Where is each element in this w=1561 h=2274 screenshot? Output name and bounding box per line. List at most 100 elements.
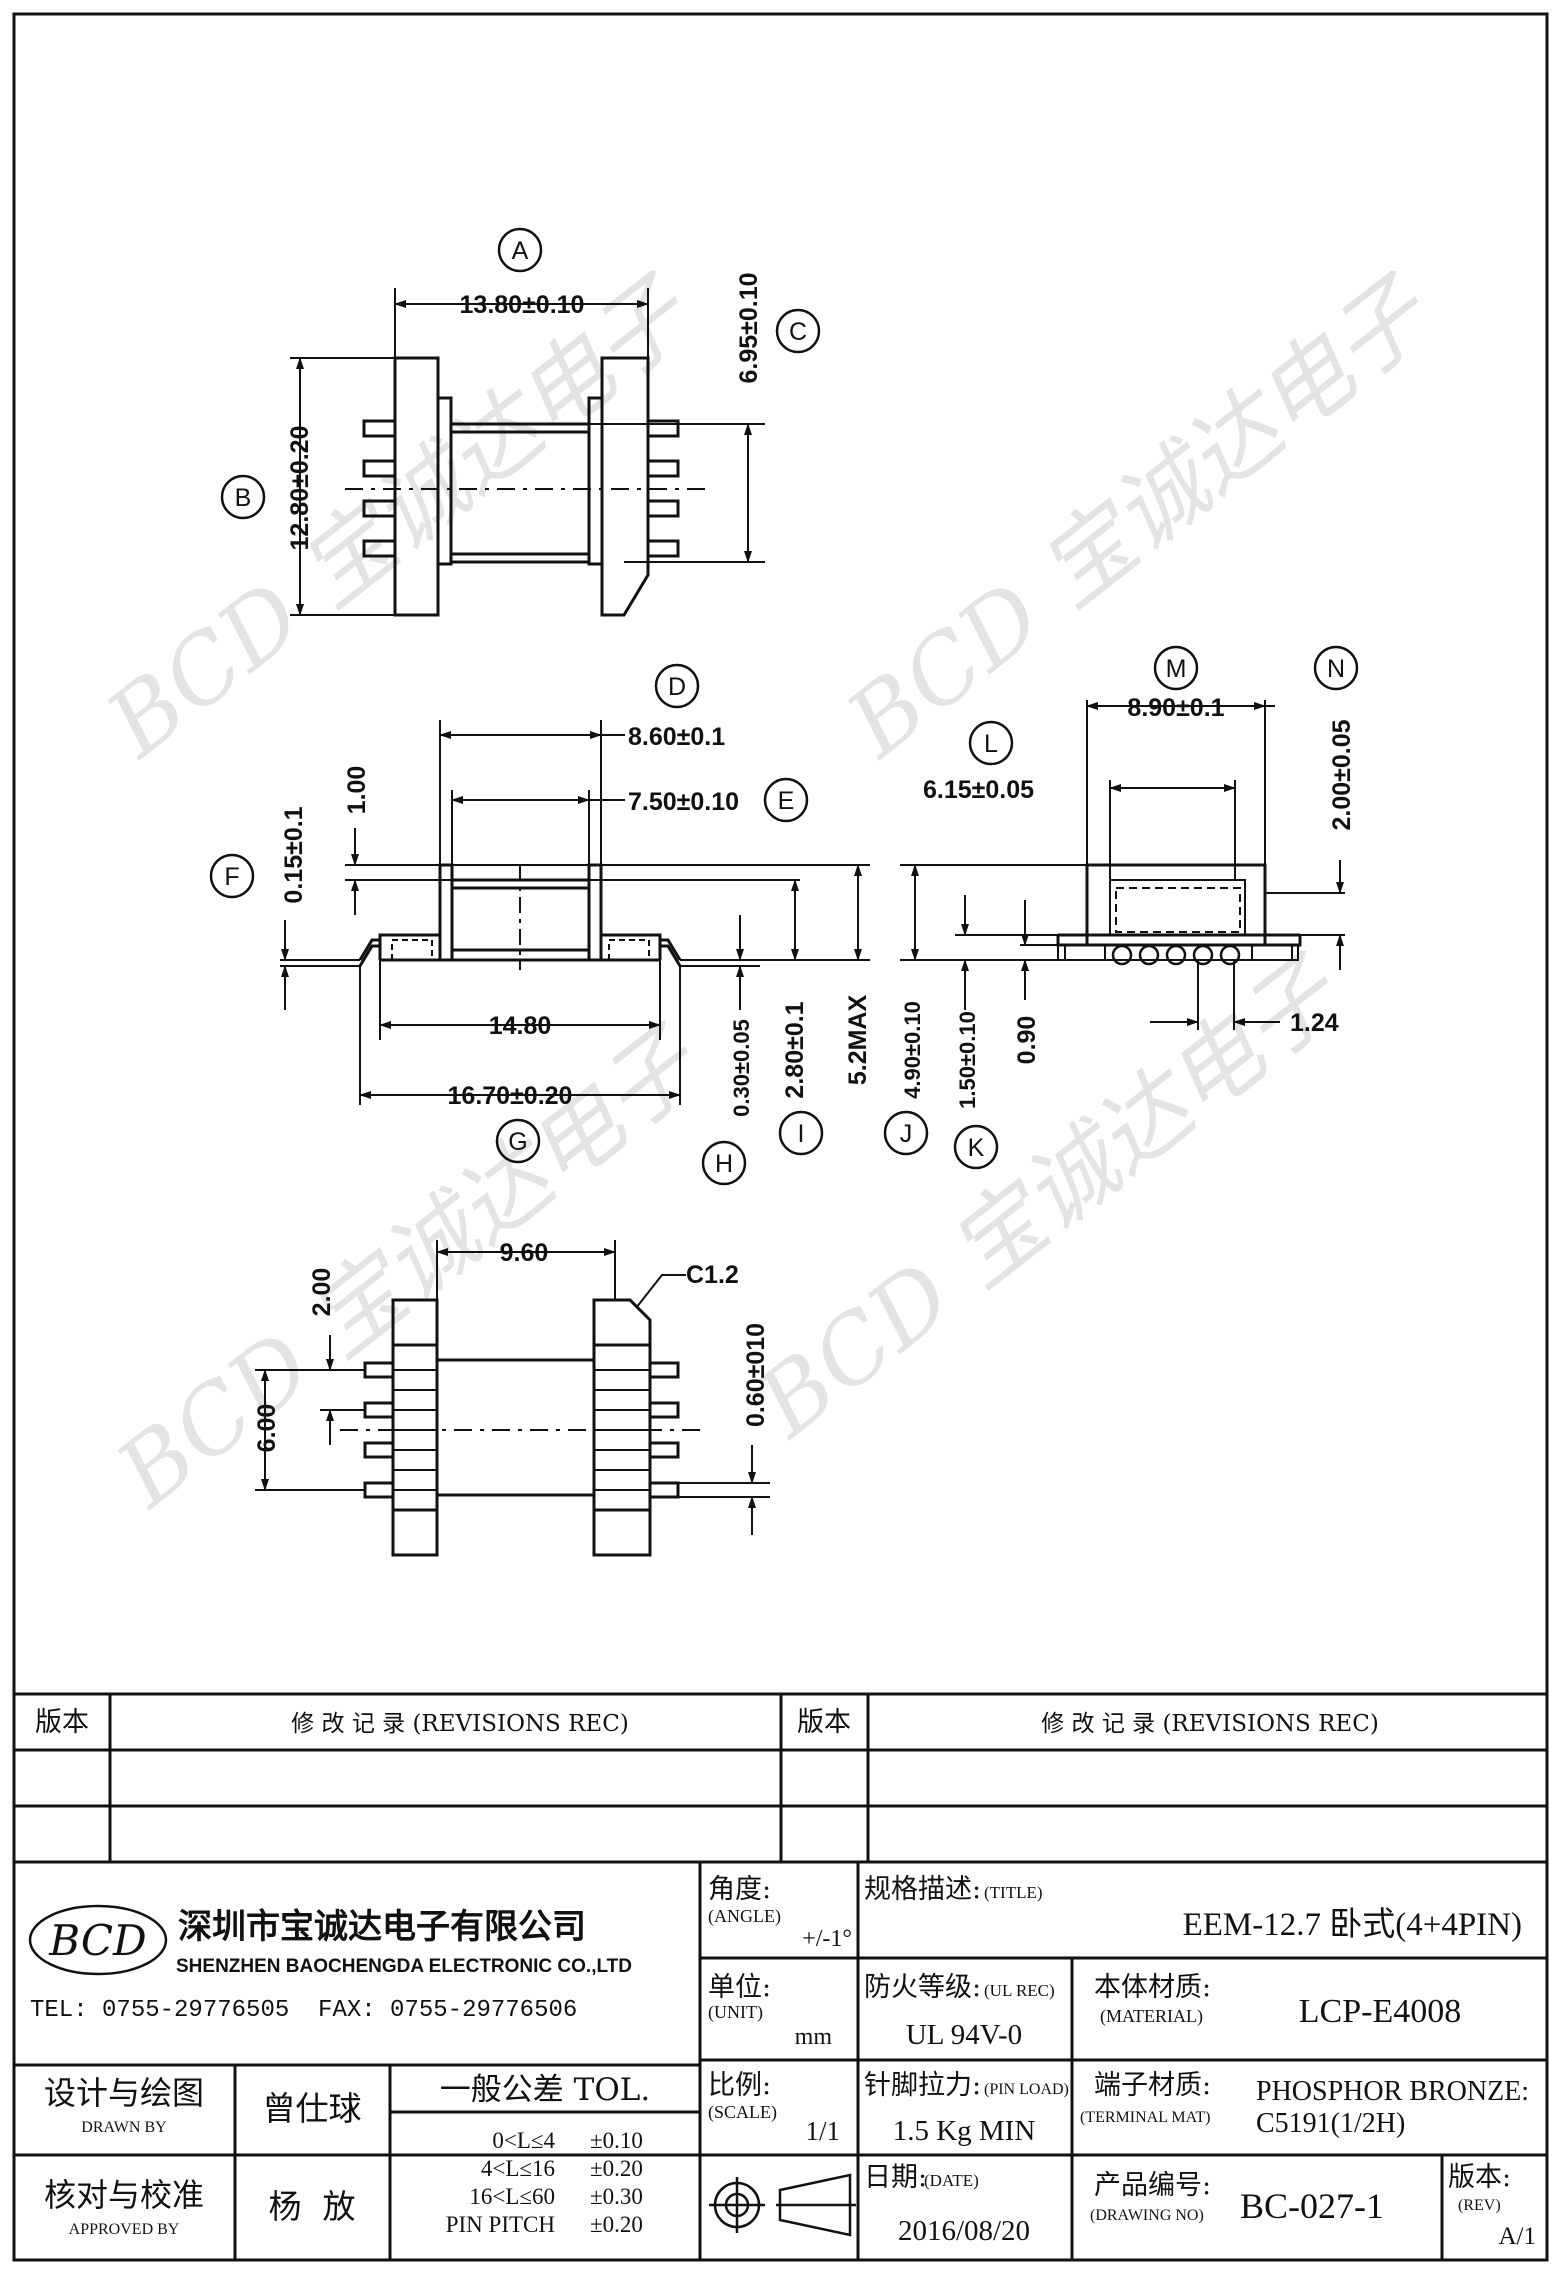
company-name-en: SHENZHEN BAOCHENGDA ELECTRONIC CO.,LTD: [176, 1956, 632, 1977]
callout-g: G: [508, 1128, 527, 1156]
title-value: EEM-12.7 卧式(4+4PIN): [1183, 1906, 1522, 1943]
approver-name: 杨 放: [269, 2187, 356, 2226]
dim-14-80-text: 14.80: [489, 1012, 552, 1040]
dim-e-text: 7.50±0.10: [628, 788, 739, 816]
callout-c: C: [789, 318, 807, 346]
pinload-value: 1.5 Kg MIN: [893, 2115, 1036, 2147]
callout-h: H: [715, 1150, 733, 1178]
tolerance-title: 一般公差 TOL.: [440, 2072, 650, 2108]
end-view: [900, 700, 1345, 1030]
revisions-table: [14, 1692, 1547, 1864]
callout-h-circle: [701, 1140, 747, 1186]
callout-n: N: [1327, 655, 1345, 683]
callout-n-circle: [1313, 645, 1359, 691]
material-label-cn: 本体材质:: [1094, 1972, 1211, 2003]
callout-m: M: [1166, 655, 1187, 683]
rev-header-right: 版本: [797, 1707, 851, 1738]
rec-header-left: 修 改 记 录 (REVISIONS REC): [291, 1711, 629, 1737]
callout-k-circle: [953, 1124, 999, 1170]
callout-b-circle: [220, 474, 266, 520]
dim-h-text: 0.30±0.05: [729, 1019, 754, 1117]
bottom-view-labels: 9.60 C1.2 2.00 6.00 0.60±010: [253, 1239, 770, 1452]
bottom-view: [255, 1240, 770, 1557]
company-name-cn: 深圳市宝诚达电子有限公司: [178, 1907, 586, 1947]
callout-f: F: [224, 863, 239, 891]
dim-0-60-text: 0.60±010: [742, 1323, 770, 1427]
rev-label-cn: 版本:: [1448, 2162, 1511, 2193]
dim-0-90-text: 0.90: [1013, 1016, 1041, 1065]
tol-range-3: 16<L≤60: [469, 2184, 555, 2209]
dim-1-24-text: 1.24: [1290, 1009, 1339, 1037]
dim-n-text: 2.00±0.05: [1328, 719, 1356, 830]
company-logo: BCD: [28, 1904, 168, 1976]
callout-e-circle: [763, 777, 809, 823]
dim-i-text: 2.80±0.1: [781, 1001, 809, 1098]
pinload-label-en: (PIN LOAD): [984, 2081, 1069, 2098]
dim-5-2max-text: 5.2MAX: [844, 995, 872, 1086]
end-view-labels: J 4.90±0.10 K 1.50±0.10 0.90 L 6.15±0.05…: [883, 645, 1359, 1170]
drawing-label-en: (DRAWING NO): [1090, 2207, 1204, 2224]
pinload-label-cn: 针脚拉力:: [864, 2070, 981, 2101]
callout-l-circle: [968, 720, 1014, 766]
callout-b: B: [235, 484, 252, 512]
company-logo-text: BCD: [48, 1916, 146, 1965]
approved-label-en: APPROVED BY: [69, 2221, 180, 2238]
rev-label-en: (REV): [1458, 2197, 1501, 2214]
dim-l-text: 6.15±0.05: [923, 776, 1034, 804]
callout-l: L: [984, 730, 998, 758]
callout-a-circle: [497, 227, 543, 273]
angle-label-en: (ANGLE): [708, 1906, 781, 1927]
title-block-grid: [14, 1862, 1547, 2260]
unit-label-cn: 单位:: [708, 1972, 771, 2003]
dim-2-00-text: 2.00: [308, 1268, 336, 1317]
rev-value: A/1: [1499, 2223, 1537, 2250]
dim-j-text: 4.90±0.10: [900, 1001, 925, 1099]
side-view-labels: D 8.60±0.1 E 7.50±0.10 F 0.15±0.1 1.00 1…: [209, 663, 872, 1186]
dim-9-60-text: 9.60: [500, 1239, 549, 1267]
designed-label-cn: 设计与绘图: [44, 2074, 204, 2112]
side-view: [280, 720, 870, 1105]
terminal-value-2: C5191(1/2H): [1256, 2108, 1405, 2139]
projection-symbol-icon: [709, 2173, 856, 2237]
top-view-labels: A 13.80±0.10 B 12.80±0.20 C 6.95±0.10: [220, 227, 821, 551]
dim-c-text: 6.95±0.10: [735, 272, 763, 383]
material-label-en: (MATERIAL): [1100, 2006, 1203, 2027]
date-label-cn: 日期:: [864, 2162, 927, 2193]
material-value: LCP-E4008: [1299, 1993, 1461, 2030]
dim-a-text: 13.80±0.10: [460, 291, 585, 319]
tol-range-2: 4<L≤16: [481, 2156, 555, 2181]
dim-6-00-text: 6.00: [253, 1404, 281, 1453]
terminal-value-1: PHOSPHOR BRONZE:: [1256, 2076, 1529, 2107]
callout-j: J: [900, 1120, 913, 1148]
callout-a: A: [512, 237, 529, 265]
dim-d-text: 8.60±0.1: [628, 723, 725, 751]
rev-header-left: 版本: [35, 1707, 89, 1738]
dim-f-text: 0.15±0.1: [280, 806, 308, 903]
angle-value: +/-1°: [802, 1926, 852, 1952]
date-label-en: (DATE): [924, 2171, 979, 2190]
dim-m-text: 8.90±0.1: [1127, 694, 1224, 722]
drawing-value: BC-027-1: [1240, 2186, 1384, 2226]
tol-range-1: 0<L≤4: [492, 2128, 555, 2153]
ul-label-en: (UL REC): [984, 1981, 1055, 2000]
title-label-en: (TITLE): [984, 1883, 1043, 1902]
drawing-label-cn: 产品编号:: [1094, 2170, 1211, 2201]
dim-g-text: 16.70±0.20: [448, 1082, 573, 1110]
watermark-4: BCD 宝诚达电子: [736, 937, 1362, 1459]
callout-c-circle: [775, 308, 821, 354]
tol-value-2: ±0.20: [590, 2156, 643, 2181]
designer-name: 曾仕球: [263, 2089, 362, 2128]
dim-c1-2-text: C1.2: [686, 1261, 739, 1289]
callout-j-circle: [883, 1110, 929, 1156]
callout-i-circle: [778, 1110, 824, 1156]
scale-label-en: (SCALE): [708, 2102, 777, 2123]
callout-i: I: [798, 1120, 805, 1148]
dim-b-text: 12.80±0.20: [286, 426, 314, 551]
terminal-label-cn: 端子材质:: [1094, 2070, 1211, 2101]
callout-k: K: [968, 1134, 985, 1162]
callout-g-circle: [495, 1118, 541, 1164]
ul-value: UL 94V-0: [906, 2019, 1022, 2051]
scale-value: 1/1: [805, 2116, 840, 2146]
watermark-1: BCD 宝诚达电子: [86, 257, 712, 779]
